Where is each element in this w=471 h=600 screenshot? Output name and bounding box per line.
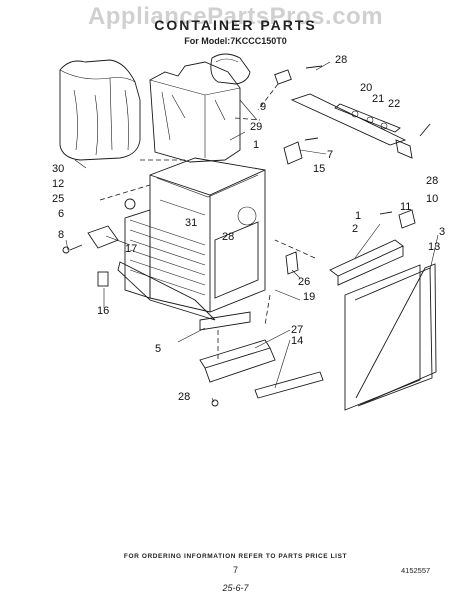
model-number: For Model:7KCCC150T0 xyxy=(184,36,287,46)
callout-8: 8 xyxy=(58,229,64,241)
callout-labels: 28 9 29 20 21 22 7 15 28 10 30 12 1 25 3… xyxy=(52,54,445,403)
callout-26: 26 xyxy=(298,276,310,288)
callout-3: 3 xyxy=(439,226,445,238)
ordering-note: FOR ORDERING INFORMATION REFER TO PARTS … xyxy=(123,553,348,560)
callout-1-right: 1 xyxy=(355,210,361,222)
callout-13: 13 xyxy=(428,241,440,253)
callout-30: 30 xyxy=(52,163,64,175)
callout-19: 19 xyxy=(303,291,315,303)
side-bracket-part xyxy=(62,225,119,254)
toe-plate-part xyxy=(329,209,416,286)
callout-27: 27 xyxy=(291,324,303,336)
date-code: 25-6-7 xyxy=(222,583,249,593)
callout-7: 7 xyxy=(327,149,333,161)
callout-21: 21 xyxy=(372,93,384,105)
hinge-bracket-part xyxy=(283,137,319,165)
diagram-title: CONTAINER PARTS xyxy=(154,17,317,33)
cabinet-part xyxy=(117,157,266,331)
watermark: AppliancePartsPros.com xyxy=(87,3,384,30)
callout-22: 22 xyxy=(388,98,400,110)
callout-11: 11 xyxy=(400,201,411,213)
top-hardware-parts xyxy=(274,65,431,159)
bottom-drawer-parts xyxy=(199,339,324,407)
document-number: 4152557 xyxy=(401,566,431,575)
page-number: 7 xyxy=(232,565,238,575)
leader-lines xyxy=(65,61,439,403)
trash-bag-part xyxy=(59,59,141,161)
callout-25: 25 xyxy=(52,193,64,205)
callout-29: 29 xyxy=(250,121,262,133)
container-insert-part xyxy=(149,61,241,163)
callout-20: 20 xyxy=(360,82,372,94)
pedal-part xyxy=(285,251,299,275)
door-panel-part xyxy=(344,263,437,411)
callout-28-top: 28 xyxy=(335,54,347,66)
callout-9: 9 xyxy=(260,101,266,113)
callout-12: 12 xyxy=(52,178,64,190)
callout-1: 1 xyxy=(253,139,259,151)
callout-15: 15 xyxy=(313,163,325,175)
callout-31: 31 xyxy=(185,217,197,229)
callout-16: 16 xyxy=(97,305,109,317)
callout-17: 17 xyxy=(125,243,137,255)
callout-28-mid: 28 xyxy=(222,231,234,243)
callout-10: 10 xyxy=(426,193,438,205)
callout-14: 14 xyxy=(291,335,303,347)
callout-5: 5 xyxy=(155,343,161,355)
callout-2: 2 xyxy=(352,223,358,235)
lid-part xyxy=(210,53,251,85)
callout-28-bottom: 28 xyxy=(178,391,190,403)
foot-part xyxy=(97,271,109,287)
callout-6: 6 xyxy=(58,208,64,220)
callout-28-right: 28 xyxy=(426,175,438,187)
